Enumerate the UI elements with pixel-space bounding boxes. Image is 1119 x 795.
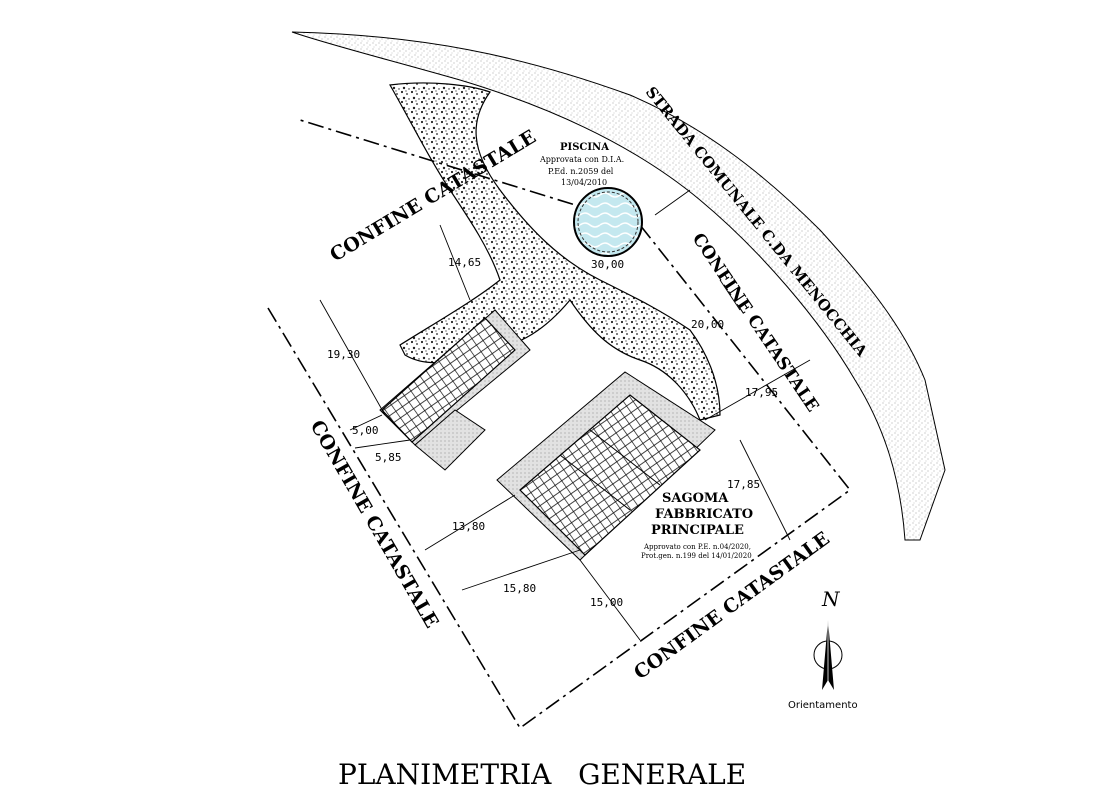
dimension-5-00: 5,00 (352, 424, 379, 437)
building-title-1: SAGOMA (662, 491, 729, 506)
dimension-13-80: 13,80 (452, 520, 485, 533)
pool-note-2: P.Ed. n.2059 del (548, 167, 614, 176)
north-arrow: N Orientamento (788, 587, 858, 711)
building-title-3: PRINCIPALE (651, 523, 744, 538)
north-letter: N (821, 587, 841, 611)
dimension-20-00: 20,00 (691, 318, 724, 331)
dimension-17-95: 17,95 (745, 386, 778, 399)
plot-boundary (267, 119, 852, 730)
pool-note-3: 13/04/2010 (561, 178, 607, 187)
pool (573, 187, 643, 257)
building-note-2: Prot.gen. n.199 del 14/01/2020 (641, 552, 752, 560)
pool-title: PISCINA (560, 142, 609, 153)
dimension-values: 14,65 30,00 20,00 19,30 17,95 5,00 5,85 … (327, 256, 778, 609)
building-note-1: Approvato con P.E. n.04/2020, (643, 543, 751, 551)
dimension-5-85: 5,85 (375, 451, 402, 464)
road-strip (291, 31, 946, 541)
dimension-15-00: 15,00 (590, 596, 623, 609)
main-building (496, 371, 716, 561)
dimension-lines (319, 189, 811, 641)
building-title-2: FABBRICATO (655, 507, 753, 522)
pool-note-1: Approvata con D.I.A. (539, 155, 624, 164)
compass-caption: Orientamento (788, 700, 858, 711)
dimension-17-85: 17,85 (727, 478, 760, 491)
dimension-19-30: 19,30 (327, 348, 360, 361)
plan-title: PLANIMETRIA GENERALE (338, 758, 746, 791)
dimension-30-00: 30,00 (591, 258, 624, 271)
secondary-building (379, 309, 531, 471)
dimension-14-65: 14,65 (448, 256, 481, 269)
dimension-15-80: 15,80 (503, 582, 536, 595)
